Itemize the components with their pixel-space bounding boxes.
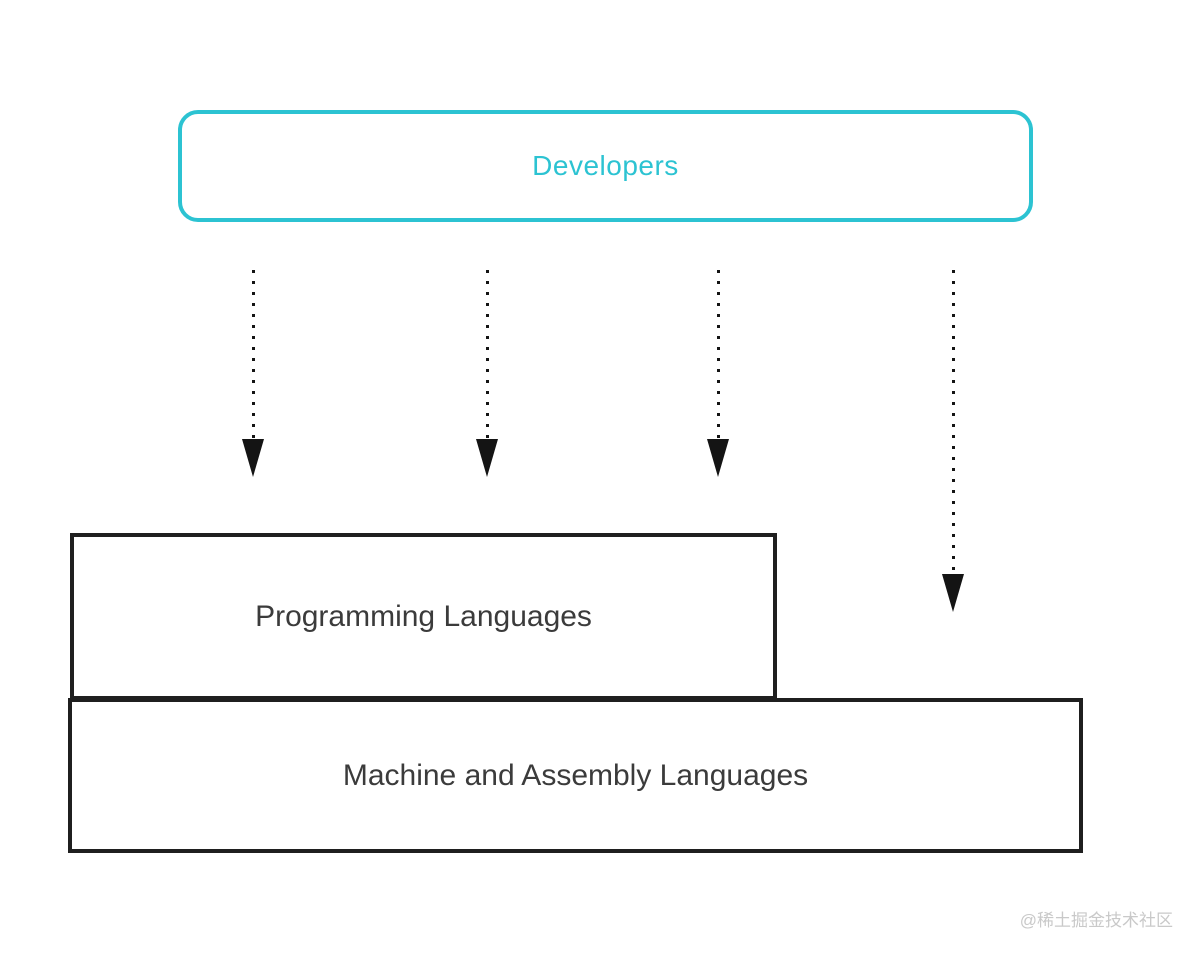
developers-label: Developers — [532, 150, 679, 181]
watermark-text: @稀土掘金技术社区 — [1019, 911, 1173, 930]
dotted-arrow-3 — [707, 270, 729, 477]
programming-languages-box: Programming Languages — [70, 533, 777, 700]
programming-languages-label: Programming Languages — [255, 599, 592, 633]
machine-assembly-languages-label: Machine and Assembly Languages — [342, 758, 809, 792]
dotted-arrow-1 — [242, 270, 264, 477]
machine-assembly-languages-box: Machine and Assembly Languages — [68, 698, 1083, 853]
dotted-line — [951, 270, 955, 574]
arrowhead-down-icon — [476, 439, 498, 477]
dotted-line — [251, 270, 255, 439]
arrowhead-down-icon — [707, 439, 729, 477]
arrowhead-down-icon — [942, 574, 964, 612]
dotted-arrow-2 — [476, 270, 498, 477]
dotted-line — [485, 270, 489, 439]
dotted-line — [716, 270, 720, 439]
developers-box: Developers — [178, 110, 1033, 222]
dotted-arrow-4 — [942, 270, 964, 612]
arrowhead-down-icon — [242, 439, 264, 477]
